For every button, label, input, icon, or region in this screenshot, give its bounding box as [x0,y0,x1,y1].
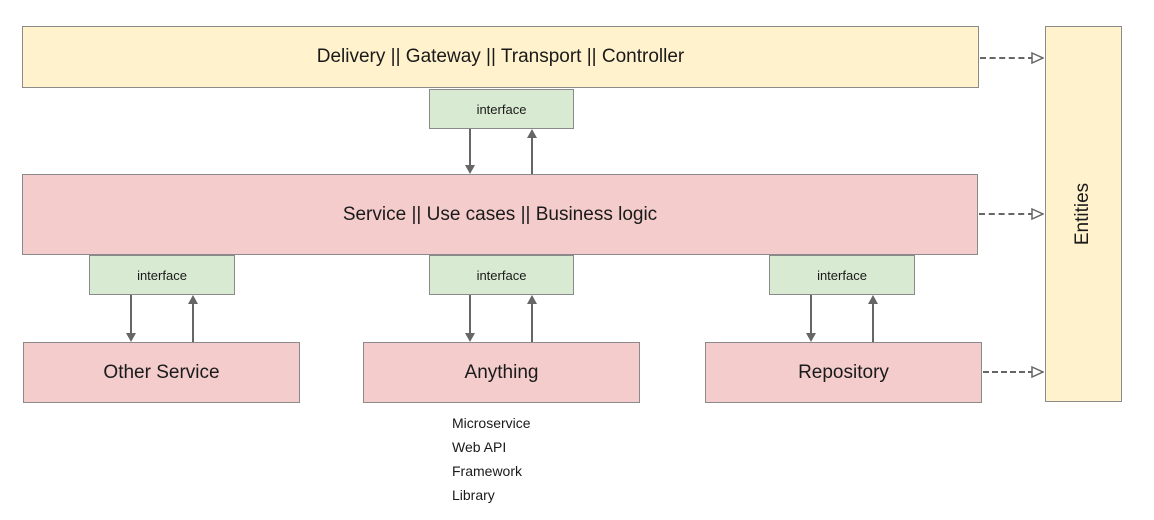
anything-examples-list: Microservice Web API Framework Library [452,411,531,507]
arrow-repository-to-interface-right [868,295,878,342]
dashed-arrow-service-to-entities [979,207,1044,221]
arrowhead-down-icon [806,333,816,342]
interface-box-middle: interface [429,255,574,295]
repository-label: Repository [798,361,889,383]
interface-label: interface [137,267,187,283]
arrow-line [130,295,132,334]
dashed-arrow-delivery-to-entities [980,51,1044,65]
arrow-line [469,295,471,334]
list-item: Framework [452,463,523,479]
dashed-arrow-repository-to-entities [983,365,1044,379]
service-layer-box: Service || Use cases || Business logic [22,174,978,255]
arrowhead-down-icon [126,333,136,342]
arrow-line [872,303,874,342]
interface-label: interface [476,267,527,283]
dashed-arrow-line [983,371,1034,373]
arrow-interface-left-to-other-service [126,295,136,342]
arrow-interface-middle-to-anything [465,295,475,342]
repository-box: Repository [705,342,982,403]
dashed-arrow-line [980,57,1034,59]
arrowhead-down-icon [465,165,475,174]
interface-label: interface [476,101,527,117]
arrow-interface-right-to-repository [806,295,816,342]
arrow-service-to-interface-top [527,129,537,174]
arrow-line [531,303,533,342]
arrow-line [192,303,194,342]
anything-label: Anything [464,361,539,383]
arrowhead-up-icon [868,295,878,304]
arrow-line [810,295,812,334]
hollow-arrowhead-right-icon [1031,366,1044,378]
hollow-arrowhead-right-icon [1031,52,1044,64]
interface-box-top: interface [429,89,574,129]
list-item: Microservice [452,415,531,431]
arrowhead-down-icon [465,333,475,342]
service-layer-label: Service || Use cases || Business logic [342,203,658,225]
hollow-arrowhead-right-icon [1031,208,1044,220]
entities-box: Entities [1045,26,1122,402]
list-item: Web API [452,439,507,455]
interface-box-left: interface [89,255,235,295]
entities-label: Entities [1072,182,1094,246]
delivery-layer-label: Delivery || Gateway || Transport || Cont… [316,46,685,67]
arrowhead-up-icon [527,295,537,304]
arrowhead-up-icon [188,295,198,304]
interface-label: interface [817,267,867,283]
arrow-other-service-to-interface-left [188,295,198,342]
arrowhead-up-icon [527,129,537,138]
interface-box-right: interface [769,255,915,295]
other-service-box: Other Service [23,342,300,403]
dashed-arrow-line [979,213,1034,215]
list-item: Library [452,487,495,503]
arrow-anything-to-interface-middle [527,295,537,342]
arrow-interface-top-to-service [465,129,475,174]
anything-box: Anything [363,342,640,403]
other-service-label: Other Service [103,361,220,383]
arrow-line [469,129,471,166]
delivery-layer-box: Delivery || Gateway || Transport || Cont… [22,26,979,88]
arrow-line [531,137,533,174]
